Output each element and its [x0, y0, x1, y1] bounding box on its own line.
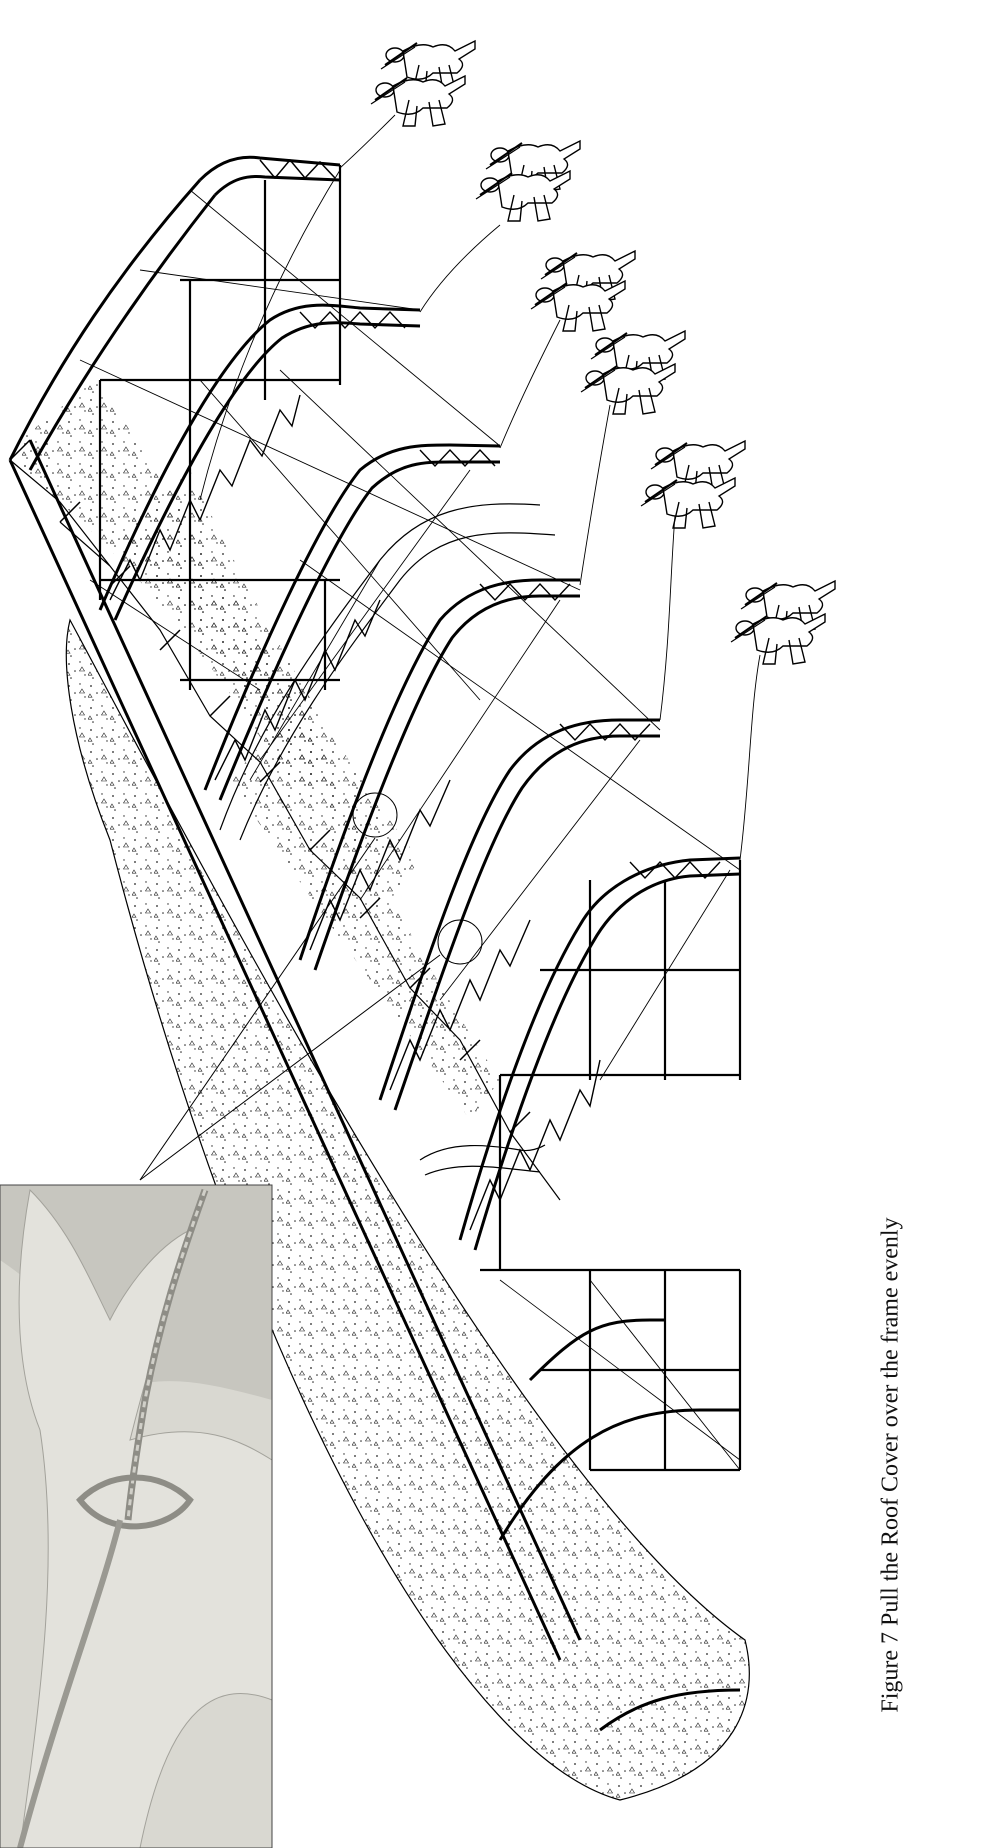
frame-posts: [98, 165, 742, 1472]
detail-circle: [437, 919, 483, 965]
puller-group-5: [640, 440, 746, 529]
truss-web-members: [109, 310, 721, 1231]
cover-edges: [219, 503, 556, 1176]
ridge-truss: [8, 439, 582, 1661]
figure-caption: Figure 7 Pull the Roof Cover over the fr…: [877, 1217, 904, 1713]
sandbag-photo-inset: [0, 1184, 273, 1848]
rafter-trusses: [98, 303, 741, 1732]
puller-group-3: [530, 250, 636, 332]
pull-ropes: [199, 114, 761, 861]
eave-truss-top: [8, 155, 341, 471]
figure-caption-container: Figure 7 Pull the Roof Cover over the fr…: [862, 1135, 920, 1795]
detail-circle: [352, 792, 398, 838]
puller-group-4: [580, 330, 686, 415]
puller-group-6: [730, 580, 836, 665]
puller-group-1: [370, 40, 476, 127]
inset-leaders: [139, 837, 441, 1181]
puller-group-2: [475, 140, 581, 222]
ground-band: [65, 618, 750, 1801]
cross-bracing: [79, 189, 741, 1471]
